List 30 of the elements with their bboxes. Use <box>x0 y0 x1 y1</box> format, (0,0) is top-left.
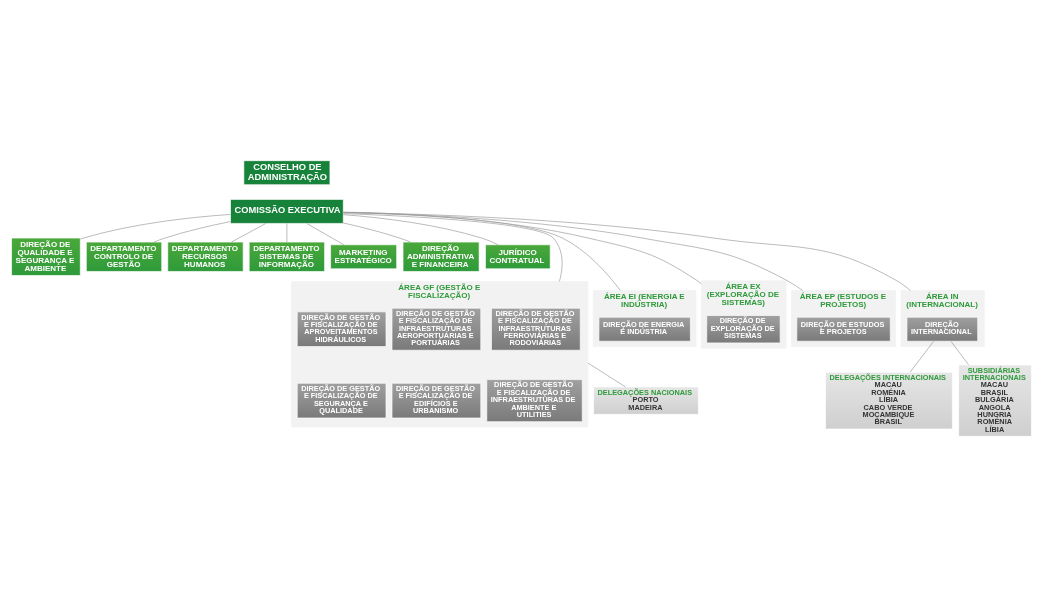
node-box: DIREÇÃO DE GESTÃO E FISCALIZAÇÃO DE INFRAESTRUTURAS DE AMBIENTE E UTILITIES <box>486 378 583 422</box>
node-box: DIREÇÃO DE GESTÃO E FISCALIZAÇÃO DE SEGURANÇA E QUALIDADE <box>296 382 387 418</box>
connector <box>909 340 934 372</box>
connector <box>231 222 267 242</box>
connector <box>80 213 231 239</box>
node-box: DIREÇÃO DE GESTÃO E FISCALIZAÇÃO DE INFRAESTRUTURAS AEROPORTUÁRIAS E PORTUÁRIAS <box>391 307 482 351</box>
node-box: DELEGAÇÕES INTERNACIONAIS MACAU ROMÉNIA LÍBIA CABO VERDE MOÇAMBIQUE BRASIL <box>825 371 953 429</box>
node-box: DIREÇÃO DE GESTÃO E FISCALIZAÇÃO DE EDIFÍCIOS E URBANISMO <box>391 382 482 418</box>
connector <box>950 340 969 365</box>
node-box: DIREÇÃO DE EXPLORAÇÃO DE SISTEMAS <box>706 314 781 343</box>
node-box: COMISSÃO EXECUTIVA <box>230 198 344 224</box>
connector <box>153 220 231 242</box>
connector <box>343 212 563 282</box>
node-box: DIREÇÃO INTERNACIONAL <box>906 316 979 342</box>
node-box: DIREÇÃO DE GESTÃO E FISCALIZAÇÃO DE INFRAESTRUTURAS FERROVIÁRIAS E RODOVIÁRIAS <box>491 307 581 351</box>
connector <box>587 362 626 387</box>
connector <box>343 211 702 284</box>
node-box: DIREÇÃO DE GESTÃO E FISCALIZAÇÃO DE APROVEITAMENTOS HIDRÁULICOS <box>296 311 387 347</box>
connector <box>342 211 621 291</box>
connector <box>343 211 911 291</box>
connector <box>343 222 411 242</box>
node-box: DELEGAÇÕES NACIONAIS PORTO MADEIRA <box>593 386 699 415</box>
node-box: DIREÇÃO DE ESTUDOS E PROJETOS <box>796 316 891 342</box>
connector <box>343 211 803 291</box>
connector <box>286 222 288 242</box>
node-box: SUBSIDIÁRIAS INTERNACIONAIS MACAU BRASIL BULGÁRIA ANGOLA HUNGRIA ROMÉNIA LÍBIA <box>958 364 1032 437</box>
connector <box>306 222 345 245</box>
connector <box>343 213 499 245</box>
node-box: DIREÇÃO DE ENERGIA E INDÚSTRIA <box>598 316 691 342</box>
node-box: CONSELHO DE ADMINISTRAÇÃO <box>243 159 331 185</box>
